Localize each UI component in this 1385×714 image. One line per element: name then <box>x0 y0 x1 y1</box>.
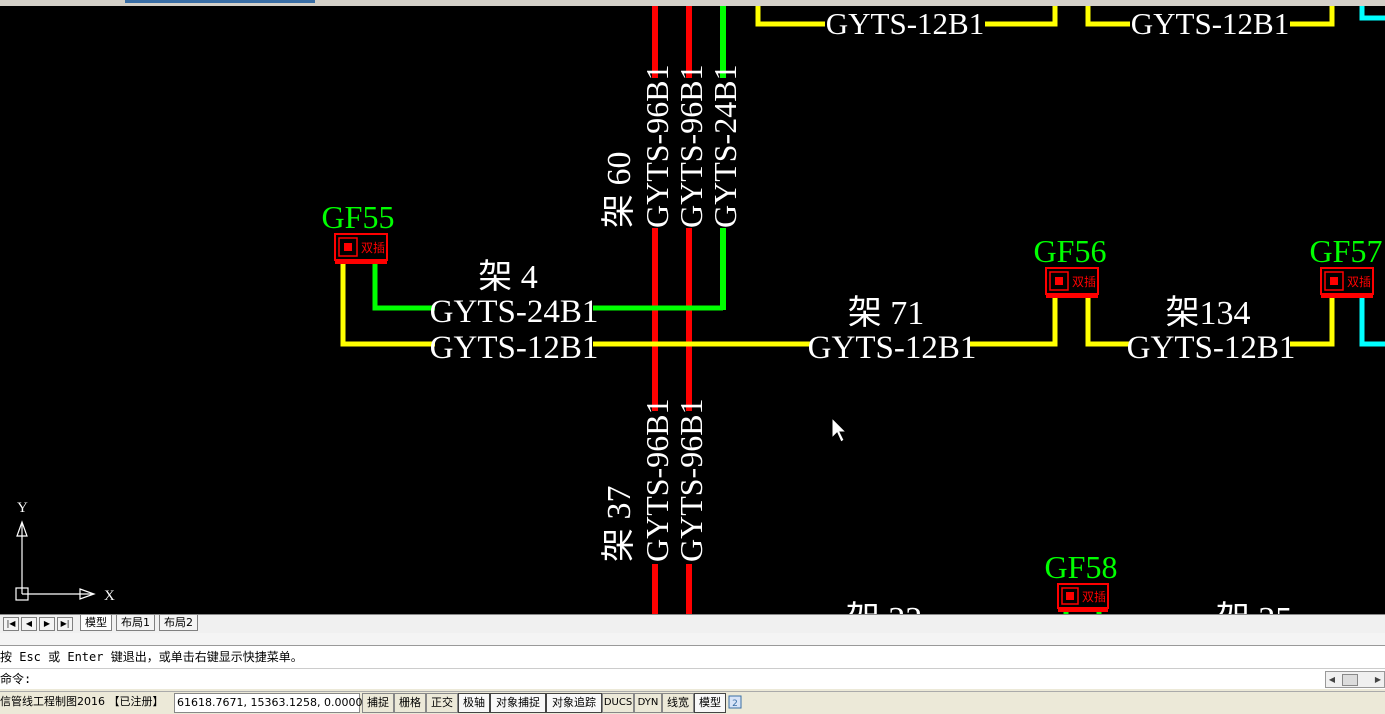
cable-label-top-right: GYTS-12B1 <box>1131 6 1289 41</box>
node-label-gf56: GF56 <box>1034 233 1107 269</box>
status-snap-button[interactable]: 捕捉 <box>362 693 394 713</box>
ucs-y-label: Y <box>17 500 28 516</box>
command-prompt: 命令: <box>0 672 32 686</box>
node-tag-gf58: 双插 <box>1082 590 1106 604</box>
tab-nav-prev-button[interactable]: ◀ <box>21 617 37 631</box>
scroll-thumb[interactable] <box>1342 674 1358 686</box>
cable-line-top-left <box>755 6 825 27</box>
cable-line-cyan-top <box>1359 6 1385 21</box>
svg-text:2: 2 <box>732 699 738 709</box>
cable-label-12b1-left: GYTS-12B1 <box>430 330 599 366</box>
scroll-right-icon[interactable]: ▶ <box>1374 675 1382 684</box>
rack-label-partial-a: 架 22 <box>846 601 923 614</box>
tab-layout1[interactable]: 布局1 <box>116 615 155 631</box>
ucs-x-label: X <box>104 588 115 604</box>
cable-line-24b1-left <box>372 262 435 311</box>
command-history-line: 按 Esc 或 Enter 键退出，或单击右键显示快捷菜单。 <box>0 646 1385 669</box>
layout-tab-bar: |◀ ◀ ▶ ▶| 模型 布局1 布局2 <box>0 614 1385 633</box>
tab-nav-first-button[interactable]: |◀ <box>3 617 19 631</box>
node-gf56-box[interactable]: 双插 <box>1045 267 1099 298</box>
rack-label-71: 架 71 <box>848 295 925 332</box>
trunk-label-1-bottom: GYTS-96B1 <box>639 398 675 562</box>
cable-label-12b1-right: GYTS-12B1 <box>1127 330 1296 366</box>
cad-drawing[interactable]: GYTS-12B1 GYTS-12B1 架 60 GYTS-96B1 GYTS-… <box>0 6 1385 614</box>
drawing-canvas[interactable]: GYTS-12B1 GYTS-12B1 架 60 GYTS-96B1 GYTS-… <box>0 6 1385 614</box>
status-polar-button[interactable]: 极轴 <box>458 693 490 713</box>
title-strip <box>0 0 1385 6</box>
node-tag-gf57: 双插 <box>1347 275 1371 289</box>
cable-line-to-gf57 <box>1290 296 1335 347</box>
node-gf57-box[interactable]: 双插 <box>1320 267 1374 298</box>
node-label-gf57: GF57 <box>1310 233 1383 269</box>
trunk-label-2-top: GYTS-96B1 <box>673 64 709 228</box>
node-label-gf55: GF55 <box>322 199 395 235</box>
command-input-line[interactable]: 命令: <box>0 669 1385 689</box>
rack-label-134: 架134 <box>1166 295 1251 332</box>
cable-line-top-mid <box>985 6 1058 27</box>
trunk-label-2-bottom: GYTS-96B1 <box>673 398 709 562</box>
tab-layout2[interactable]: 布局2 <box>159 615 198 631</box>
rack-label-37: 架 37 <box>601 486 638 563</box>
cable-line-top-right-a <box>1085 6 1130 27</box>
status-model-button[interactable]: 模型 <box>694 693 726 713</box>
status-ortho-button[interactable]: 正交 <box>426 693 458 713</box>
status-bar: 信管线工程制图2016 【已注册】 61618.7671, 15363.1258… <box>0 691 1385 714</box>
node-gf58-box[interactable]: 双插 <box>1057 583 1109 612</box>
status-ducs-button[interactable]: DUCS <box>602 693 634 713</box>
cable-line-cyan-right <box>1359 296 1385 347</box>
mouse-cursor-icon <box>831 416 848 443</box>
rack-label-partial-b: 架 25 <box>1216 601 1293 614</box>
node-label-gf58: GF58 <box>1045 549 1118 585</box>
tab-model[interactable]: 模型 <box>80 615 112 631</box>
status-app-name: 信管线工程制图2016 【已注册】 <box>0 695 164 708</box>
cable-label-12b1-mid: GYTS-12B1 <box>808 330 977 366</box>
scroll-left-icon[interactable]: ◀ <box>1328 675 1336 684</box>
status-otrack-button[interactable]: 对象追踪 <box>546 693 602 713</box>
trunk-label-3-top: GYTS-24B1 <box>707 64 743 228</box>
tab-nav-last-button[interactable]: ▶| <box>57 617 73 631</box>
cable-line-from-gf56 <box>1085 298 1130 347</box>
cable-label-24b1: GYTS-24B1 <box>430 294 599 330</box>
node-gf55-box[interactable]: 双插 <box>334 233 388 264</box>
status-coordinates[interactable]: 61618.7671, 15363.1258, 0.0000 <box>174 693 362 713</box>
tab-nav-next-button[interactable]: ▶ <box>39 617 55 631</box>
rack-label-60: 架 60 <box>601 152 638 229</box>
trunk-label-1-top: GYTS-96B1 <box>639 64 675 228</box>
command-scrollbar[interactable]: ◀ ▶ <box>1325 671 1385 688</box>
status-lwt-button[interactable]: 线宽 <box>662 693 694 713</box>
command-window-splitter[interactable] <box>0 633 1385 646</box>
status-tray-icon[interactable]: 2 <box>728 693 744 711</box>
cable-label-top-left: GYTS-12B1 <box>826 6 984 41</box>
cable-line-to-gf56 <box>970 298 1058 347</box>
node-tag-gf56: 双插 <box>1072 275 1096 289</box>
status-dyn-button[interactable]: DYN <box>634 693 662 713</box>
status-osnap-button[interactable]: 对象捕捉 <box>490 693 546 713</box>
status-grid-button[interactable]: 栅格 <box>394 693 426 713</box>
ucs-icon: Y X <box>15 500 115 604</box>
node-tag-gf55: 双插 <box>361 241 385 255</box>
rack-label-4: 架 4 <box>478 259 538 296</box>
cable-line-top-right-b <box>1290 6 1335 27</box>
cable-line-12b1-left <box>340 262 435 347</box>
title-selection <box>125 0 315 3</box>
